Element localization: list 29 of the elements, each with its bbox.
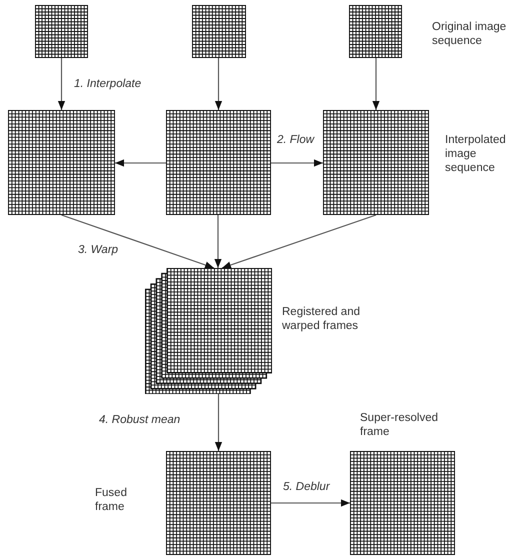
image-grid	[349, 5, 402, 58]
image-grid	[8, 110, 115, 215]
arrow	[214, 215, 222, 268]
edge-label: 3. Warp	[77, 244, 120, 256]
row-caption: Original image sequence	[432, 21, 508, 49]
arrow	[214, 394, 222, 451]
edge-label: 5. Deblur	[282, 481, 331, 493]
image-grid	[166, 451, 271, 555]
arrow	[115, 159, 166, 167]
image-grid	[323, 110, 429, 215]
frame-caption: Super-resolved frame	[360, 412, 439, 440]
frame-caption: Registered and warped frames	[282, 306, 361, 334]
image-grid	[35, 5, 88, 58]
arrow	[372, 58, 380, 110]
arrow	[271, 159, 323, 167]
image-grid	[350, 451, 455, 555]
edge-label: 2. Flow	[276, 134, 316, 146]
arrow	[58, 58, 66, 110]
arrow	[214, 58, 222, 110]
frame-stack-drawing	[145, 268, 272, 394]
image-grid	[192, 5, 246, 58]
image-grid	[166, 110, 271, 215]
edge-label: 1. Interpolate	[73, 78, 142, 90]
arrow	[271, 499, 350, 507]
arrow	[222, 214, 376, 269]
row-caption: Interpolated image sequence	[445, 134, 507, 176]
edge-label: 4. Robust mean	[98, 414, 182, 426]
frame-caption: Fused frame	[95, 487, 128, 515]
arrow	[61, 214, 214, 269]
